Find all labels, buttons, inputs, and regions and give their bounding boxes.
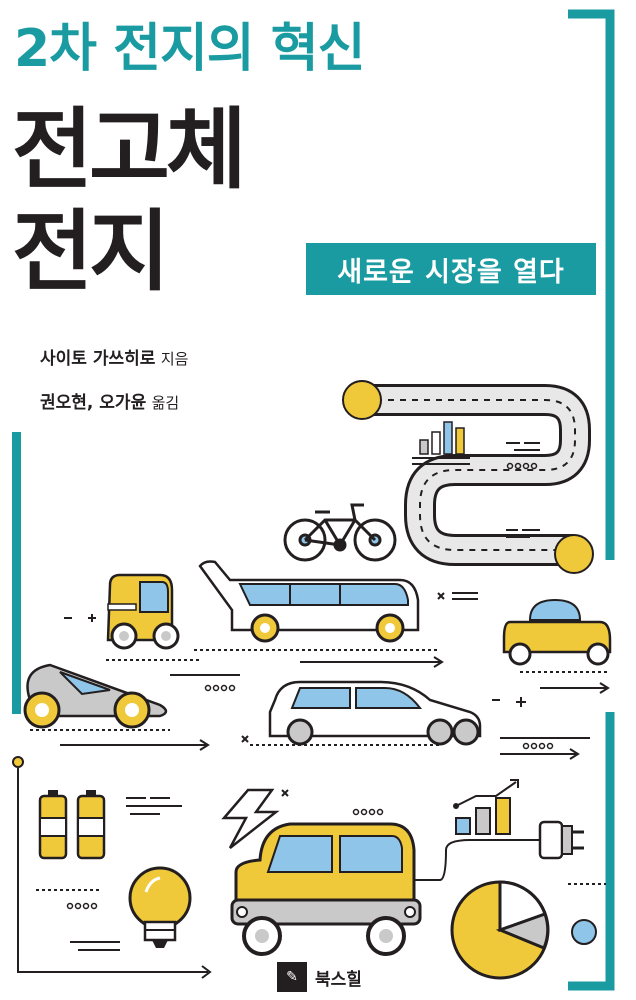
author-role: 지음	[160, 350, 189, 368]
publisher-mark: ✎ 북스힐	[277, 962, 362, 992]
bicycle-icon	[283, 503, 397, 562]
subtitle: 새로운 시장을 열다	[337, 256, 565, 288]
road-end-dot	[554, 534, 594, 574]
growth-chart-icon	[453, 779, 519, 835]
dash-lines-1	[506, 442, 540, 538]
author-credit: 사이토 가쓰히로 지음	[40, 344, 188, 369]
light-bulb-icon	[128, 866, 192, 948]
dash-lines-2	[36, 797, 182, 951]
winding-road	[342, 380, 594, 574]
bar-chart-icon	[412, 421, 470, 465]
dots-indicator-3	[66, 808, 384, 910]
plug-icon	[414, 820, 584, 881]
translator-credit: 권오현, 오가윤 옮김	[40, 388, 179, 413]
x-mark-1	[437, 592, 478, 600]
frame-bottom-right	[568, 712, 615, 991]
author-name: 사이토 가쓰히로	[40, 349, 156, 369]
taxi-icon	[230, 822, 422, 956]
pie-chart-icon	[450, 880, 550, 980]
small-cart-icon	[64, 573, 180, 650]
book-title-line-2: 전지	[12, 200, 170, 303]
connector-line	[12, 756, 212, 979]
x-mark-2	[241, 697, 526, 743]
dome-car-icon	[502, 598, 612, 666]
publisher-name: 북스힐	[315, 969, 362, 990]
dots-indicator-2	[204, 684, 554, 750]
frame-top-right	[568, 9, 615, 560]
lightning-icon	[221, 788, 280, 849]
bus-icon	[198, 560, 420, 643]
blue-dot	[571, 919, 597, 945]
battery-icon	[38, 790, 106, 860]
translator-role: 옮김	[151, 394, 180, 412]
dots-indicator-1	[506, 462, 538, 470]
race-car-icon	[23, 663, 168, 729]
van-icon	[268, 680, 482, 746]
book-title-line-1: 전고체	[12, 98, 247, 201]
translator-names: 권오현, 오가윤	[40, 393, 147, 413]
publisher-logo-icon: ✎	[277, 962, 307, 992]
motion-lines	[30, 649, 610, 760]
frame-left-bar	[12, 432, 21, 714]
road-start-dot	[342, 380, 382, 420]
supertitle: 2차 전지의 혁신	[14, 19, 365, 79]
subtitle-banner: 새로운 시장을 열다	[306, 243, 596, 295]
x-mark-3	[281, 789, 289, 797]
